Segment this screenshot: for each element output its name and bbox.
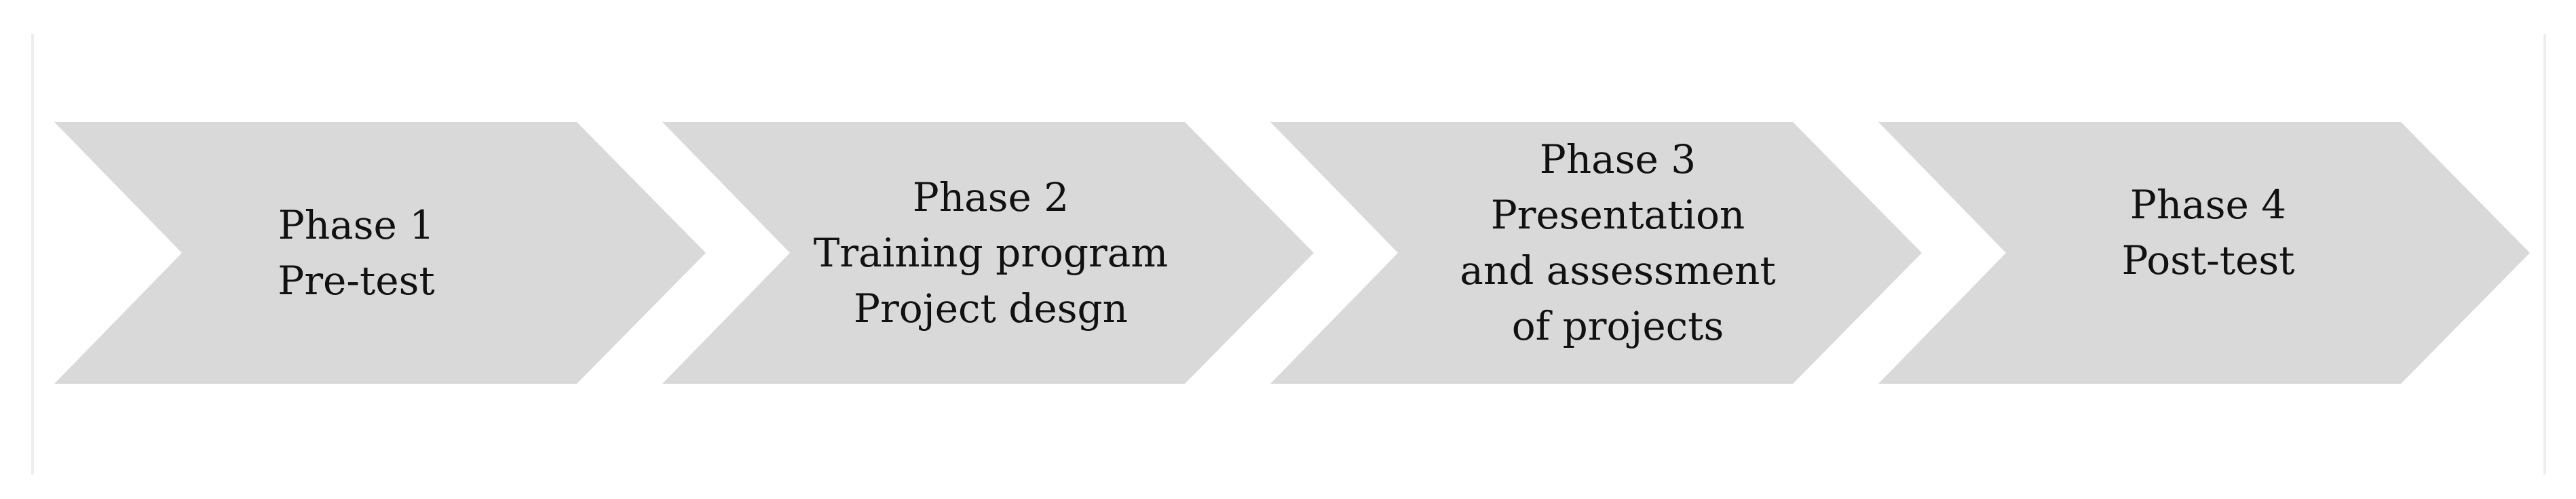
frame-right-border: [2543, 34, 2546, 475]
phase-4-line-1: Post-test: [2121, 237, 2295, 283]
phase-1-label: Phase 1 Pre-test: [146, 122, 567, 384]
phase-2-title: Phase 2: [912, 174, 1069, 220]
chevron-phase-2: [662, 122, 1314, 384]
phase-2-line-1: Training program: [813, 230, 1169, 276]
phase-3-title: Phase 3: [1539, 136, 1697, 182]
phase-1-line-1: Pre-test: [278, 258, 435, 304]
phase-3-line-1: Presentation and assessment of projects: [1460, 192, 1776, 349]
chevron-phase-1: [54, 122, 706, 384]
phase-4-title: Phase 4: [2129, 182, 2287, 228]
phase-2-label: Phase 2 Training program Project desgn: [780, 122, 1201, 384]
frame-left-border: [31, 34, 34, 475]
phase-1-title: Phase 1: [278, 202, 435, 248]
chevron-phase-4: [1878, 122, 2530, 384]
phase-3-label: Phase 3 Presentation and assessment of p…: [1407, 112, 1828, 374]
phase-2-line-2: Project desgn: [854, 285, 1128, 332]
phase-4-label: Phase 4 Post-test: [1998, 102, 2419, 363]
chevron-phase-3: [1270, 122, 1922, 384]
